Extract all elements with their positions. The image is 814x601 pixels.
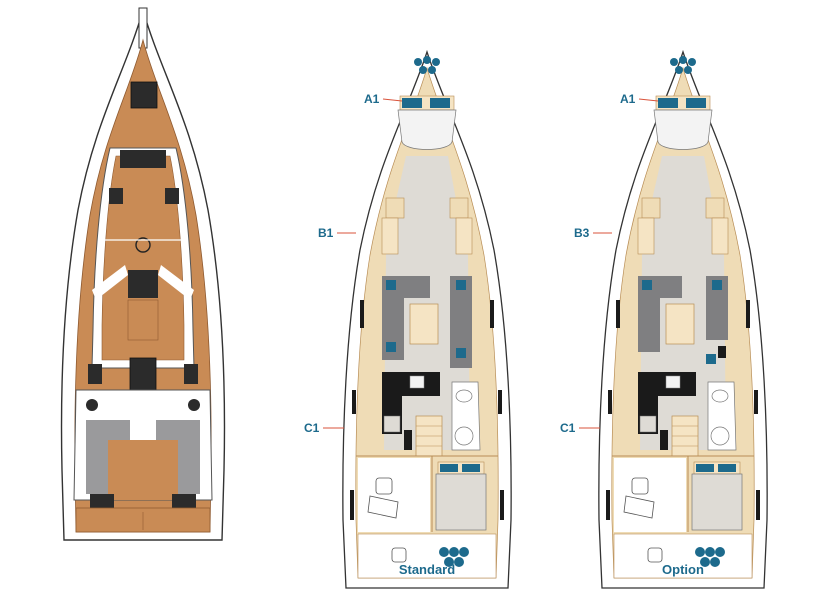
plan-standard-aft-label: C1 [304,421,320,435]
saloon-hatch [128,270,158,298]
plan-standard-labels: A1 B1 C1 Standard [304,92,455,577]
plan-option-caption: Option [662,562,704,577]
mast-step [135,237,151,253]
plan-option-aft-label: C1 [560,421,576,435]
plan-standard-saloon-label: B1 [318,226,334,240]
cabin-hatch-1 [120,150,166,168]
deck-panel-left [92,265,128,300]
plan-option-labels: A1 B3 C1 Option [560,92,704,577]
helm-left [90,494,114,508]
plan-option-forward-label: A1 [620,92,636,106]
helm-right [172,494,196,508]
deck-plan [60,7,226,541]
bow-hatch [130,81,158,109]
plan-standard-forward-label: A1 [364,92,380,106]
plan-standard-caption: Standard [399,562,455,577]
cabin-hatch-2 [109,188,123,204]
cockpit-floor [108,440,178,500]
interior-plan-option [598,51,768,589]
cabin-hatch-3 [165,188,179,204]
deck-panel-right [158,265,194,300]
plan-option-saloon-label: B3 [574,226,590,240]
interior-plan-standard [342,51,512,589]
